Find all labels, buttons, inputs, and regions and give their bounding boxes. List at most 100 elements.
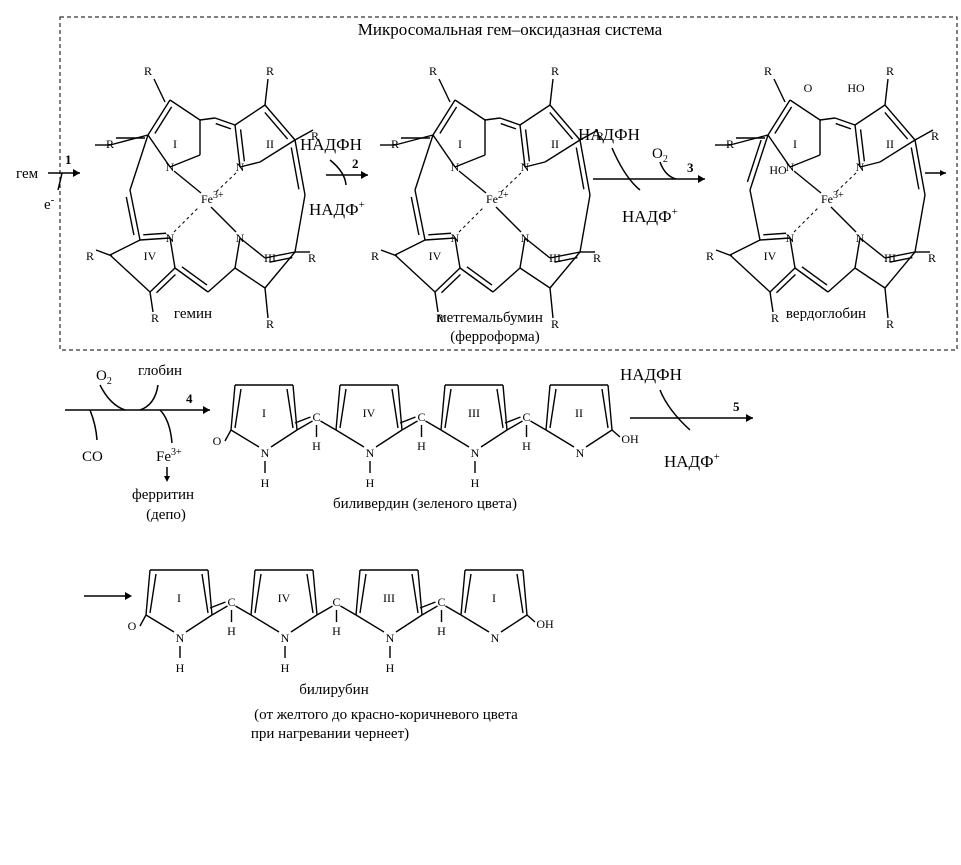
- step-3-o2-curve: [659, 161, 677, 180]
- bond: [129, 189, 141, 241]
- r-substituent: R: [551, 317, 559, 331]
- nitrogen: N: [471, 446, 480, 460]
- bond: [769, 267, 796, 293]
- nadp-text: НАДФ: [664, 452, 714, 471]
- fe-down-arrowhead: [164, 476, 170, 482]
- bond: [879, 139, 916, 163]
- bond: [458, 170, 487, 194]
- nadp-plus: +: [714, 451, 720, 463]
- bond: [454, 154, 486, 168]
- bond: [579, 139, 591, 196]
- bond: [524, 237, 551, 259]
- bond: [339, 388, 347, 429]
- bond: [549, 251, 581, 289]
- bond: [264, 78, 269, 106]
- bond: [774, 106, 793, 134]
- fe-charge: 3+: [171, 447, 182, 458]
- microsomal-system-box: [59, 16, 958, 351]
- bond: [579, 194, 591, 253]
- step-4-globin-curve: [139, 384, 159, 411]
- bond: [749, 134, 769, 191]
- nitrogen: N: [786, 231, 795, 245]
- bond: [834, 172, 857, 194]
- nitrogen: N: [236, 231, 245, 245]
- r-substituent: R: [151, 311, 159, 325]
- bond: [775, 273, 796, 294]
- bond: [312, 569, 318, 616]
- nitrogen: N: [521, 160, 530, 174]
- nadp-plus: +: [672, 206, 678, 218]
- bond: [884, 287, 889, 319]
- o2-sub: 2: [663, 154, 668, 165]
- nitrogen: N: [236, 160, 245, 174]
- hydrogen: H: [227, 624, 236, 638]
- ring-numeral: III: [549, 251, 561, 265]
- ring-numeral: II: [575, 406, 583, 420]
- bond: [524, 129, 531, 162]
- step-1-arrowhead: [73, 169, 80, 177]
- carbonyl-oxygen: O: [213, 434, 222, 448]
- hydrogen: H: [437, 624, 446, 638]
- iron-symbol: Fe: [201, 192, 213, 206]
- r-substituent: R: [86, 249, 94, 263]
- electron-e: e: [44, 197, 51, 213]
- bond: [294, 139, 306, 196]
- step-2-nadp: НАДФ+: [309, 199, 365, 219]
- bond: [286, 388, 294, 429]
- bond: [401, 420, 418, 431]
- bond: [207, 569, 213, 616]
- bond: [549, 111, 574, 140]
- o2-o: O: [652, 146, 663, 162]
- r-substituent: R: [266, 317, 274, 331]
- nitrogen: N: [386, 631, 395, 645]
- label-biliverdin: биливердин (зеленого цвета): [333, 496, 517, 512]
- bond: [585, 429, 613, 448]
- bond: [519, 104, 551, 126]
- hydrogen: H: [281, 661, 290, 675]
- bond: [399, 416, 416, 424]
- bond: [830, 206, 857, 233]
- bond: [854, 124, 861, 168]
- methine-carbon: C: [437, 595, 445, 609]
- step-2: 2 НАДФН НАДФ+: [300, 135, 368, 219]
- step-3-number: 3: [687, 160, 694, 175]
- bond: [294, 194, 306, 253]
- bond: [579, 129, 599, 141]
- bond: [914, 139, 926, 196]
- bond: [239, 129, 246, 162]
- bond: [545, 429, 575, 448]
- bond: [440, 273, 461, 294]
- step-4-co: CO: [82, 449, 103, 465]
- methine-carbon: C: [332, 595, 340, 609]
- bond: [854, 237, 861, 269]
- r-substituent: R: [928, 251, 936, 265]
- bond: [145, 614, 175, 633]
- bond: [270, 429, 298, 448]
- bond: [549, 104, 581, 141]
- bond: [759, 237, 791, 241]
- hydrogen: H: [471, 476, 480, 490]
- bond: [749, 189, 761, 241]
- bond: [715, 249, 733, 257]
- bond: [149, 267, 176, 293]
- bond: [504, 416, 521, 424]
- step-3-arrowhead: [698, 175, 705, 183]
- bond: [143, 232, 167, 236]
- label-methem: метгемальбумин: [437, 310, 543, 326]
- bond: [215, 122, 232, 130]
- step-2-arrowhead: [361, 171, 368, 179]
- bond: [147, 134, 171, 168]
- bond: [264, 287, 269, 319]
- bond: [506, 420, 523, 431]
- bond: [434, 267, 461, 293]
- r-substituent: R: [429, 64, 437, 78]
- bond: [884, 251, 916, 289]
- bond: [549, 251, 581, 259]
- step-5-arrowhead: [746, 414, 753, 422]
- bond: [611, 429, 621, 438]
